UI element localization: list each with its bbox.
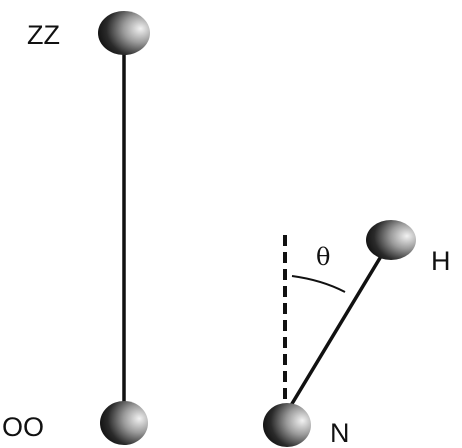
h-atom	[366, 220, 416, 260]
angle-label: θ	[316, 243, 330, 271]
n-label: N	[330, 418, 350, 448]
n-h-bond	[285, 247, 388, 413]
zz-atom	[98, 11, 150, 55]
oo-label: OO	[2, 412, 44, 442]
angle-arc	[291, 275, 346, 293]
zz-label: ZZ	[27, 20, 60, 50]
oo-atom	[100, 401, 148, 445]
n-atom	[263, 403, 311, 447]
h-label: H	[431, 246, 451, 276]
